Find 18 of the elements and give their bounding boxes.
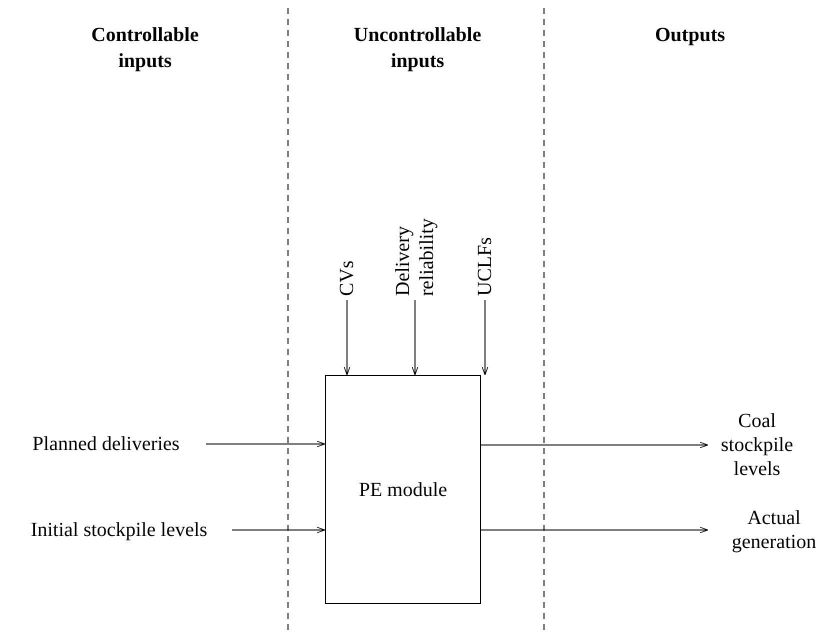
arrow	[480, 526, 708, 534]
arrow	[344, 300, 350, 376]
output-label: Actual generation	[710, 505, 838, 555]
input-label: Delivery reliability	[387, 196, 443, 296]
output-label: Coal stockpile levels	[710, 402, 804, 488]
input-label: Planned deliveries	[8, 430, 204, 458]
arrow	[480, 442, 708, 448]
column-heading: Uncontrollable inputs	[352, 23, 482, 74]
arrow	[482, 300, 488, 376]
input-label: UCLFs	[472, 226, 498, 296]
column-heading: Outputs	[654, 23, 726, 48]
process-box: PE module	[325, 375, 481, 604]
input-label: Initial stockpile levels	[8, 503, 230, 557]
column-heading: Controllable inputs	[90, 23, 200, 74]
input-label: CVs	[334, 240, 360, 296]
arrow	[206, 440, 326, 448]
arrow	[412, 300, 418, 376]
arrow	[232, 526, 326, 534]
